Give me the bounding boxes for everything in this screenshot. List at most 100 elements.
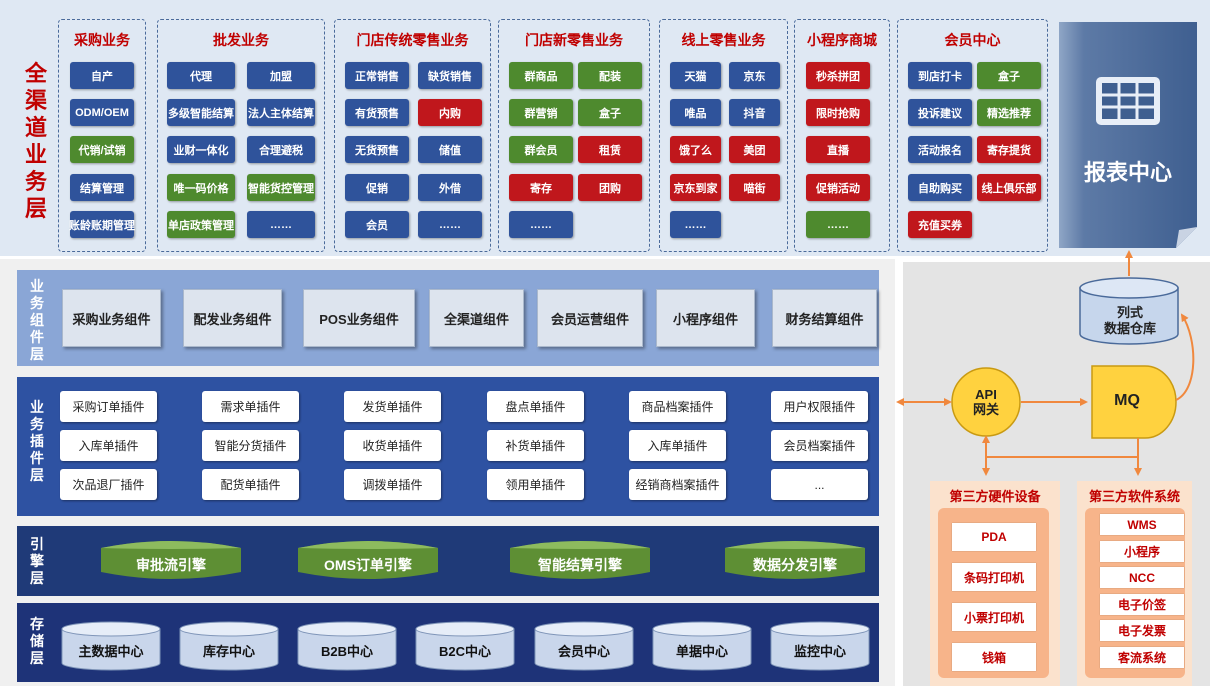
member-center-button-7[interactable]: 线上俱乐部 — [977, 174, 1041, 201]
engine-label-1[interactable]: OMS订单引擎 — [324, 557, 412, 573]
component-1[interactable]: 配发业务组件 — [183, 289, 282, 347]
plugin-1-1[interactable]: 智能分货插件 — [202, 430, 299, 461]
store-traditional-button-0[interactable]: 正常销售 — [345, 62, 409, 89]
mini-program-button-3[interactable]: 促销活动 — [806, 174, 870, 201]
report-center-document[interactable] — [1059, 22, 1197, 248]
store-new-retail-button-5[interactable]: 租赁 — [578, 136, 642, 163]
procurement-button-3[interactable]: 结算管理 — [70, 174, 134, 201]
engine-label-3[interactable]: 数据分发引擎 — [753, 557, 837, 573]
plugin-3-0[interactable]: 盘点单插件 — [487, 391, 584, 422]
storage-label-1[interactable]: 库存中心 — [202, 644, 255, 659]
member-center-button-8[interactable]: 充值买券 — [908, 211, 972, 238]
member-center-button-2[interactable]: 投诉建议 — [908, 99, 972, 126]
component-6[interactable]: 财务结算组件 — [772, 289, 877, 347]
plugin-0-2[interactable]: 次品退厂插件 — [60, 469, 157, 500]
hardware-item-1[interactable]: 条码打印机 — [952, 563, 1036, 591]
plugin-4-0[interactable]: 商品档案插件 — [629, 391, 726, 422]
mini-program-button-2[interactable]: 直播 — [806, 136, 870, 163]
plugin-5-1[interactable]: 会员档案插件 — [771, 430, 868, 461]
store-traditional-button-5[interactable]: 储值 — [418, 136, 482, 163]
store-traditional-button-1[interactable]: 缺货销售 — [418, 62, 482, 89]
component-5[interactable]: 小程序组件 — [656, 289, 755, 347]
plugin-1-2[interactable]: 配货单插件 — [202, 469, 299, 500]
mini-program-button-1[interactable]: 限时抢购 — [806, 99, 870, 126]
wholesale-button-7[interactable]: 智能货控管理 — [247, 174, 315, 201]
member-center-button-1[interactable]: 盒子 — [977, 62, 1041, 89]
online-retail-button-4[interactable]: 饿了么 — [670, 136, 721, 163]
online-retail-button-5[interactable]: 美团 — [729, 136, 780, 163]
online-retail-button-2[interactable]: 唯品 — [670, 99, 721, 126]
online-retail-button-7[interactable]: 喵街 — [729, 174, 780, 201]
plugin-2-0[interactable]: 发货单插件 — [344, 391, 441, 422]
storage-label-5[interactable]: 单据中心 — [675, 644, 728, 659]
procurement-button-1[interactable]: ODM/OEM — [70, 99, 134, 126]
wholesale-button-6[interactable]: 唯一码价格 — [167, 174, 235, 201]
mini-program-button-4[interactable]: …… — [806, 211, 870, 238]
plugin-2-2[interactable]: 调拨单插件 — [344, 469, 441, 500]
member-center-button-5[interactable]: 寄存提货 — [977, 136, 1041, 163]
store-new-retail-button-2[interactable]: 群营销 — [509, 99, 573, 126]
store-new-retail-button-7[interactable]: 团购 — [578, 174, 642, 201]
store-new-retail-button-8[interactable]: …… — [509, 211, 573, 238]
storage-label-3[interactable]: B2C中心 — [438, 644, 491, 659]
member-center-button-6[interactable]: 自助购买 — [908, 174, 972, 201]
plugin-0-1[interactable]: 入库单插件 — [60, 430, 157, 461]
online-retail-button-6[interactable]: 京东到家 — [670, 174, 721, 201]
store-traditional-button-8[interactable]: 会员 — [345, 211, 409, 238]
plugin-4-2[interactable]: 经销商档案插件 — [629, 469, 726, 500]
component-2[interactable]: POS业务组件 — [303, 289, 415, 347]
store-new-retail-button-4[interactable]: 群会员 — [509, 136, 573, 163]
store-new-retail-button-6[interactable]: 寄存 — [509, 174, 573, 201]
store-traditional-button-9[interactable]: …… — [418, 211, 482, 238]
wholesale-button-5[interactable]: 合理避税 — [247, 136, 315, 163]
online-retail-button-1[interactable]: 京东 — [729, 62, 780, 89]
software-item-3[interactable]: 电子价签 — [1100, 593, 1184, 615]
plugin-2-1[interactable]: 收货单插件 — [344, 430, 441, 461]
procurement-button-4[interactable]: 账龄账期管理 — [69, 211, 135, 238]
online-retail-button-8[interactable]: …… — [670, 211, 721, 238]
member-center-button-4[interactable]: 活动报名 — [908, 136, 972, 163]
procurement-button-0[interactable]: 自产 — [70, 62, 134, 89]
component-4[interactable]: 会员运营组件 — [537, 289, 643, 347]
store-new-retail-button-3[interactable]: 盒子 — [578, 99, 642, 126]
software-item-4[interactable]: 电子发票 — [1100, 620, 1184, 642]
store-traditional-button-3[interactable]: 内购 — [418, 99, 482, 126]
storage-label-0[interactable]: 主数据中心 — [78, 644, 144, 659]
member-center-button-0[interactable]: 到店打卡 — [908, 62, 972, 89]
plugin-3-1[interactable]: 补货单插件 — [487, 430, 584, 461]
plugin-5-0[interactable]: 用户权限插件 — [771, 391, 868, 422]
member-center-button-3[interactable]: 精选推荐 — [977, 99, 1041, 126]
wholesale-button-0[interactable]: 代理 — [167, 62, 235, 89]
plugin-1-0[interactable]: 需求单插件 — [202, 391, 299, 422]
software-item-1[interactable]: 小程序 — [1100, 540, 1184, 562]
hardware-item-3[interactable]: 钱箱 — [952, 643, 1036, 671]
wholesale-button-4[interactable]: 业财一体化 — [167, 136, 235, 163]
store-traditional-button-7[interactable]: 外借 — [418, 174, 482, 201]
mini-program-button-0[interactable]: 秒杀拼团 — [806, 62, 870, 89]
wholesale-button-8[interactable]: 单店政策管理 — [167, 211, 235, 238]
engine-label-2[interactable]: 智能结算引擎 — [538, 557, 622, 573]
online-retail-button-3[interactable]: 抖音 — [729, 99, 780, 126]
store-traditional-button-4[interactable]: 无货预售 — [345, 136, 409, 163]
store-traditional-button-2[interactable]: 有货预售 — [345, 99, 409, 126]
component-3[interactable]: 全渠道组件 — [429, 289, 524, 347]
store-new-retail-button-1[interactable]: 配装 — [578, 62, 642, 89]
engine-label-0[interactable]: 审批流引擎 — [136, 557, 206, 573]
storage-label-6[interactable]: 监控中心 — [793, 644, 846, 659]
procurement-button-2[interactable]: 代销/试销 — [70, 136, 134, 163]
software-item-5[interactable]: 客流系统 — [1100, 647, 1184, 668]
storage-label-4[interactable]: 会员中心 — [557, 644, 610, 659]
component-0[interactable]: 采购业务组件 — [62, 289, 161, 347]
store-traditional-button-6[interactable]: 促销 — [345, 174, 409, 201]
online-retail-button-0[interactable]: 天猫 — [670, 62, 721, 89]
store-new-retail-button-0[interactable]: 群商品 — [509, 62, 573, 89]
software-item-0[interactable]: WMS — [1100, 514, 1184, 535]
plugin-5-2[interactable]: ... — [771, 469, 868, 500]
software-item-2[interactable]: NCC — [1100, 567, 1184, 589]
wholesale-button-3[interactable]: 法人主体结算 — [247, 99, 315, 126]
storage-label-2[interactable]: B2B中心 — [320, 644, 373, 659]
hardware-item-0[interactable]: PDA — [952, 523, 1036, 551]
wholesale-button-1[interactable]: 加盟 — [247, 62, 315, 89]
hardware-item-2[interactable]: 小票打印机 — [952, 603, 1036, 631]
wholesale-button-2[interactable]: 多级智能结算 — [167, 99, 235, 126]
